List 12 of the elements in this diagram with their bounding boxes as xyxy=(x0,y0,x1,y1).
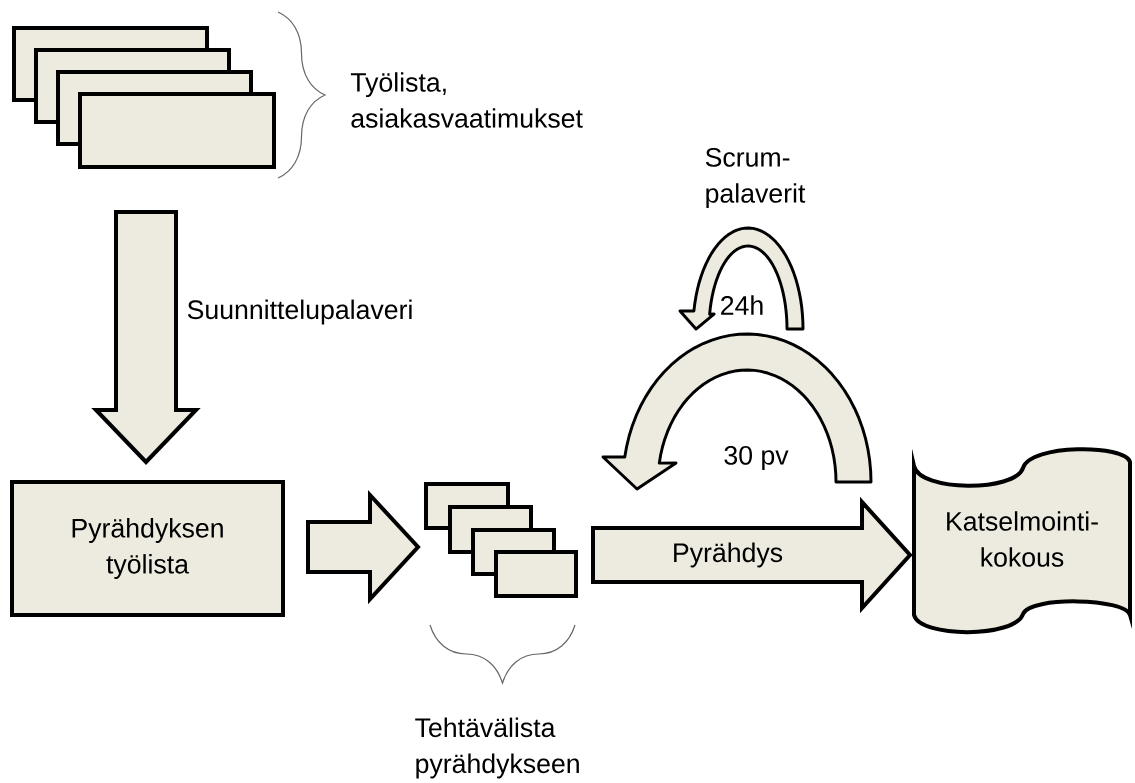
text-label: 24h xyxy=(721,295,763,315)
text-label: Tehtävälista pyrähdykseen xyxy=(415,717,579,779)
edge-label: Pyrähdys xyxy=(670,541,785,569)
edge-label: Suunnittelupalaveri xyxy=(185,298,415,326)
text-label: Scrum- palaverit xyxy=(705,147,806,209)
card-stack xyxy=(424,482,578,598)
block-arrow xyxy=(91,210,201,465)
stack-caption: Työlista, asiakasvaatimukset xyxy=(350,72,583,128)
text-label: 30 pv xyxy=(724,445,789,471)
card-stack xyxy=(12,26,276,169)
process-box: Pyrähdyksen työlista xyxy=(10,480,285,617)
block-arrow xyxy=(306,489,421,605)
